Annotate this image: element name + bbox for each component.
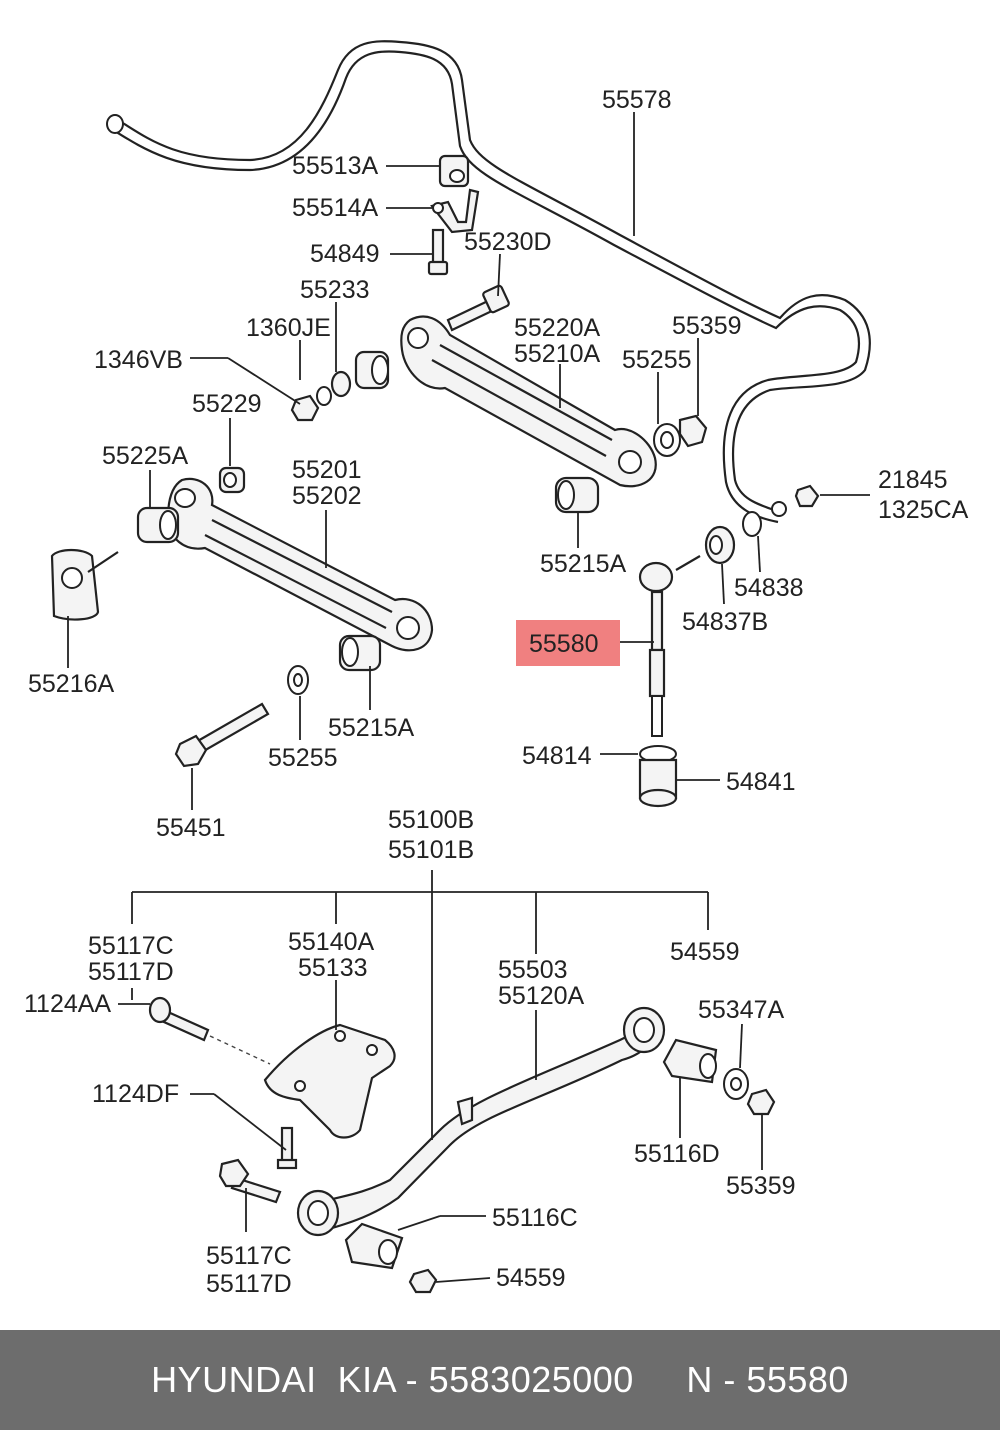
label-1325ca: 1325CA: [878, 496, 969, 524]
label-55117c-low: 55117C: [206, 1242, 292, 1270]
label-54559-low: 54559: [496, 1264, 566, 1292]
bolt-1124df: [276, 1126, 298, 1170]
bushing-55116c: [344, 1222, 404, 1270]
bolt-54849: [427, 228, 449, 276]
label-54814: 54814: [522, 742, 592, 770]
bushing-55225a: [136, 506, 180, 544]
label-55578: 55578: [602, 86, 672, 114]
bolt-55451: [174, 702, 270, 768]
label-55233: 55233: [300, 276, 370, 304]
label-1124df: 1124DF: [92, 1080, 179, 1108]
label-55230d: 55230D: [464, 228, 552, 256]
label-54559-top: 54559: [670, 938, 740, 966]
washer-55255-low: [287, 665, 309, 695]
label-21845: 21845: [878, 466, 948, 494]
exploded-parts-diagram: 55578 55513A 55514A 54849 55230D 55233 1…: [24, 40, 969, 1298]
nut-54559-low: [408, 1268, 438, 1294]
label-55220a: 55220A: [514, 314, 601, 342]
label-55116c: 55116C: [492, 1204, 578, 1232]
bushing-55215a-low: [338, 634, 382, 672]
washer-nut-top: [653, 414, 708, 457]
nut-55359-low: [746, 1088, 776, 1116]
callout-labels: 55578 55513A 55514A 54849 55230D 55233 1…: [24, 86, 969, 1298]
bushing-55233-set: [290, 350, 390, 422]
bushing-55116d: [662, 1038, 718, 1084]
label-55117c-top: 55117C: [88, 932, 174, 960]
label-54838: 54838: [734, 574, 804, 602]
nut-21845: [794, 484, 820, 508]
mounting-plate-55216a: [50, 548, 119, 621]
label-55101b: 55101B: [388, 836, 474, 864]
label-55100b: 55100B: [388, 806, 474, 834]
label-55116d: 55116D: [634, 1140, 720, 1168]
label-55503: 55503: [498, 956, 568, 984]
bolt-55117c-low: [218, 1158, 282, 1204]
stabilizer-bar: [106, 40, 871, 524]
part-number-banner: HYUNDAI KIA - 5583025000 N - 55580: [0, 1330, 1000, 1430]
label-55347a: 55347A: [698, 996, 785, 1024]
label-55451: 55451: [156, 814, 226, 842]
part-number-text: HYUNDAI KIA - 5583025000 N - 55580: [151, 1359, 849, 1400]
label-54841: 54841: [726, 768, 796, 796]
label-55229: 55229: [192, 390, 262, 418]
stabilizer-bushing: [438, 154, 470, 188]
bolt-55230d: [446, 284, 510, 332]
label-1346vb: 1346VB: [94, 346, 183, 374]
bolt-1124aa: [148, 996, 271, 1065]
label-55359-low: 55359: [726, 1172, 796, 1200]
washer-54838: [742, 511, 762, 537]
washer-55347a: [723, 1068, 749, 1100]
label-54849: 54849: [310, 240, 380, 268]
lower-arm-55503: [296, 1006, 666, 1237]
label-54837b: 54837B: [682, 608, 768, 636]
label-1124aa: 1124AA: [24, 990, 111, 1018]
label-55210a: 55210A: [514, 340, 601, 368]
label-55215a-top: 55215A: [540, 550, 627, 578]
label-55359-top: 55359: [672, 312, 742, 340]
label-55201: 55201: [292, 456, 362, 484]
label-55513a: 55513A: [292, 152, 379, 180]
label-1360je: 1360JE: [246, 314, 331, 342]
label-55202: 55202: [292, 482, 362, 510]
lower-control-arm: [166, 477, 434, 652]
bushing-54837b: [704, 525, 736, 565]
label-55215a-low: 55215A: [328, 714, 415, 742]
label-55255-top: 55255: [622, 346, 692, 374]
bushing-bracket: [430, 188, 480, 234]
label-55120a: 55120A: [498, 982, 585, 1010]
label-55117d-top: 55117D: [88, 958, 174, 986]
highlight-box-55580: [516, 620, 620, 666]
label-55225a: 55225A: [102, 442, 189, 470]
label-55514a: 55514A: [292, 194, 379, 222]
label-55133: 55133: [298, 954, 368, 982]
bracket-55140a: [263, 1023, 396, 1139]
label-55216a: 55216A: [28, 670, 115, 698]
label-55117d-low: 55117D: [206, 1270, 292, 1298]
bushing-55215a-top: [554, 476, 600, 514]
nut-55229: [218, 466, 246, 494]
label-55140a: 55140A: [288, 928, 375, 956]
bushing-54841: [638, 745, 678, 808]
label-55255-low: 55255: [268, 744, 338, 772]
leader-lines: [67, 112, 870, 1283]
stabilizer-link-55580: [638, 555, 701, 737]
label-55580: 55580: [529, 630, 599, 658]
upper-arm: [400, 315, 657, 488]
